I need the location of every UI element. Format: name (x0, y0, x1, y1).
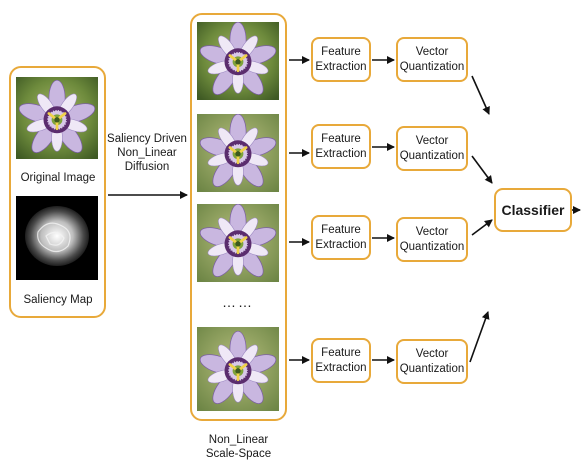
feature-extraction-box-3: Feature Extraction (311, 215, 371, 260)
vector-quantization-box-4: Vector Quantization (396, 339, 468, 384)
original-image (16, 77, 98, 159)
saliency-map-image (16, 196, 98, 280)
arrow-vector-1-to-classifier (471, 75, 490, 115)
arrow-vector-2-to-classifier (471, 155, 493, 184)
scale-space-image-1 (197, 22, 279, 100)
scale-space-image-2 (197, 114, 279, 192)
scale-space-label: Non_Linear Scale-Space (205, 434, 272, 460)
vector-quantization-box-1: Vector Quantization (396, 37, 468, 82)
arrow-vector-3-to-classifier (471, 219, 493, 236)
feature-extraction-box-2: Feature Extraction (311, 124, 371, 169)
arrow-vector-4-to-classifier (469, 311, 490, 363)
feature-extraction-box-1: Feature Extraction (311, 37, 371, 82)
original-image-label: Original Image (20, 172, 96, 184)
classifier-box: Classifier (494, 188, 572, 232)
saliency-map-label: Saliency Map (23, 294, 93, 306)
scale-space-ellipsis: …… (222, 294, 254, 310)
vector-quantization-box-3: Vector Quantization (396, 217, 468, 262)
scale-space-image-3 (197, 204, 279, 282)
feature-extraction-box-4: Feature Extraction (311, 338, 371, 383)
diffusion-label: Saliency Driven Non_Linear Diffusion (107, 133, 187, 173)
scale-space-image-4 (197, 327, 279, 411)
vector-quantization-box-2: Vector Quantization (396, 126, 468, 171)
